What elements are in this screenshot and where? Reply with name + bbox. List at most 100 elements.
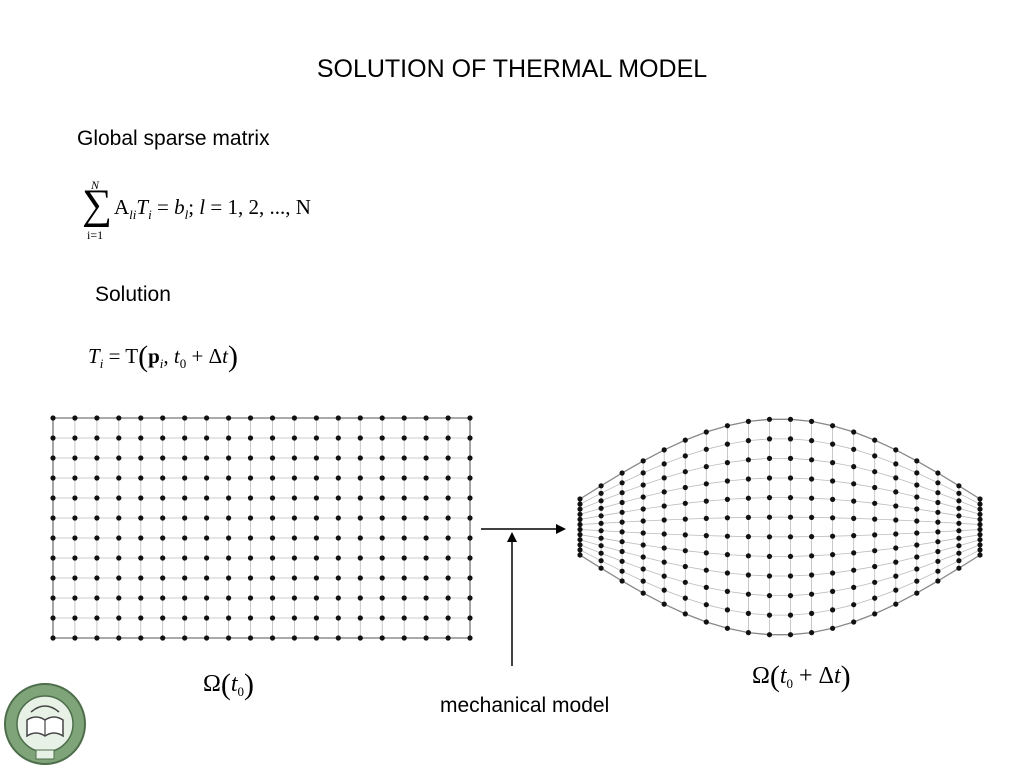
deformed-mesh-node (956, 498, 962, 504)
deformed-mesh-node (766, 573, 773, 579)
initial-mesh-node (204, 595, 210, 601)
deformed-mesh-node (724, 441, 731, 447)
sum-symbol: ∑ (82, 182, 112, 228)
initial-mesh-node (182, 535, 188, 541)
initial-mesh-node (335, 615, 341, 621)
deformed-mesh-node (661, 573, 667, 579)
initial-mesh-node (50, 495, 56, 501)
deformed-mesh-node (682, 595, 688, 601)
initial-mesh-node (94, 435, 100, 441)
deformed-mesh-node (745, 630, 752, 636)
initial-mesh-node (160, 495, 166, 501)
initial-mesh-node (467, 635, 473, 641)
initial-mesh-node (423, 615, 429, 621)
deformed-mesh-node (830, 552, 836, 558)
initial-mesh-node (401, 595, 407, 601)
deformed-mesh-node (577, 537, 583, 543)
deformed-mesh-node (640, 482, 646, 488)
deformed-mesh-node (893, 503, 899, 509)
deformed-mesh-node (619, 558, 625, 564)
initial-mesh-node (226, 615, 232, 621)
deformed-mesh-node (598, 483, 604, 489)
deformed-mesh-node (766, 416, 773, 422)
university-logo (4, 683, 86, 765)
deformed-mesh-node (577, 532, 583, 538)
deformed-mesh-node (661, 447, 667, 453)
initial-mesh-node (94, 615, 100, 621)
initial-mesh-node (116, 535, 122, 541)
deformed-mesh-node (745, 610, 752, 617)
deformed-mesh-node (893, 447, 899, 453)
initial-mesh-node (72, 555, 78, 561)
initial-mesh-node (291, 635, 297, 641)
deformed-mesh-node (977, 547, 983, 553)
initial-mesh-node (291, 595, 297, 601)
initial-mesh-node (467, 555, 473, 561)
deformed-mesh-node (619, 499, 625, 506)
deformed-mesh-node (577, 501, 583, 507)
deformed-mesh-node (619, 539, 625, 545)
deformed-mesh-node (577, 526, 583, 533)
initial-mesh-node (160, 415, 166, 421)
initial-mesh-node (138, 495, 144, 501)
initial-mesh-node (182, 555, 188, 561)
initial-mesh-node (445, 415, 451, 421)
deformed-mesh-row-line (579, 438, 981, 505)
deformed-mesh-node (977, 501, 983, 507)
deformed-mesh-row-line (579, 458, 981, 510)
initial-mesh-node (313, 535, 319, 541)
initial-mesh-node (357, 555, 363, 561)
initial-mesh-node (72, 415, 78, 421)
deformed-mesh-node (809, 572, 815, 578)
initial-mesh-node (247, 475, 254, 481)
initial-mesh-node (182, 595, 188, 601)
deformed-mesh-node (787, 553, 794, 560)
deformed-mesh-node (577, 511, 583, 517)
deformed-mesh-node (661, 587, 667, 593)
deformed-mesh-node (640, 518, 646, 524)
initial-mesh-node (226, 475, 232, 481)
deformed-mesh-node (914, 542, 920, 548)
deformed-mesh-node (977, 521, 983, 528)
deformed-mesh-node (640, 590, 646, 596)
initial-mesh-node (357, 635, 363, 641)
deformed-mesh-node (766, 534, 773, 540)
initial-mesh-node (50, 555, 56, 561)
initial-mesh-node (247, 515, 254, 521)
initial-mesh-node (379, 515, 385, 521)
deformed-mesh-node (745, 514, 752, 521)
initial-mesh-node (204, 475, 210, 481)
deformed-mesh-node (851, 533, 857, 539)
deformed-mesh-node (935, 548, 941, 555)
initial-mesh-node (138, 575, 144, 581)
initial-mesh-node (94, 455, 100, 461)
deformed-mesh-node (682, 500, 688, 506)
deformed-mesh-node (914, 482, 920, 488)
deformed-mesh-node (893, 573, 899, 579)
initial-mesh-node (401, 535, 407, 541)
initial-mesh-node (313, 595, 319, 601)
initial-mesh-node (116, 435, 122, 441)
initial-mesh-node (50, 615, 56, 621)
deformed-mesh-node (703, 446, 709, 452)
initial-mesh-node (269, 595, 276, 601)
initial-mesh-node (445, 615, 451, 621)
deformed-mesh-node (809, 534, 815, 540)
deformed-mesh-node (830, 570, 836, 576)
initial-mesh-node (138, 535, 144, 541)
deformed-mesh-node (935, 578, 941, 584)
initial-mesh-node (182, 435, 188, 441)
deformed-mesh-node (724, 625, 731, 631)
initial-mesh-node (423, 435, 429, 441)
initial-mesh-node (94, 535, 100, 541)
deformed-mesh-node (893, 545, 899, 551)
initial-mesh-node (116, 415, 122, 421)
initial-mesh-node (50, 595, 56, 601)
initial-mesh-node (467, 615, 473, 621)
initial-mesh-node (247, 455, 254, 461)
initial-mesh-node (379, 595, 385, 601)
initial-mesh-node (291, 515, 297, 521)
initial-mesh-node (269, 635, 276, 641)
initial-mesh-node (335, 575, 341, 581)
deformed-mesh-node (724, 607, 731, 613)
